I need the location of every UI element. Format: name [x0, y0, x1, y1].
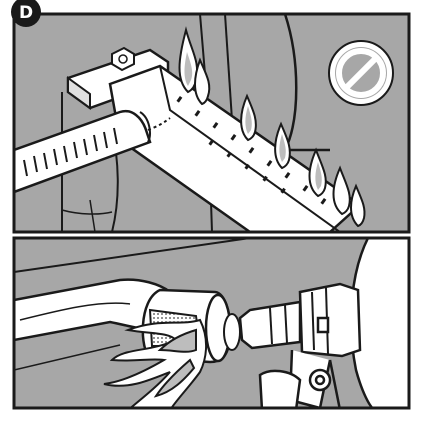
- bottom-panel: [14, 238, 409, 410]
- prohibition-icon: [329, 41, 393, 105]
- bolt-icon: [112, 48, 134, 70]
- top-panel: [14, 14, 409, 232]
